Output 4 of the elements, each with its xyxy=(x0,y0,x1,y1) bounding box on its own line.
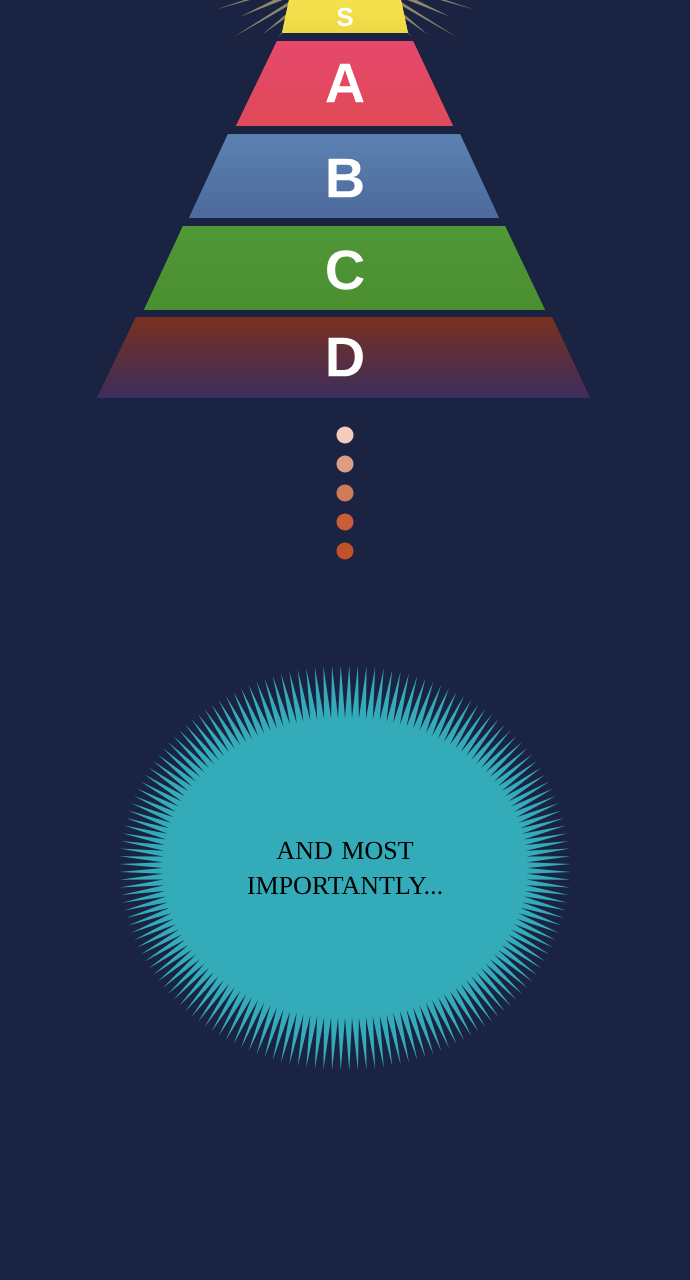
speech-burst: AND MOST IMPORTANTLY... xyxy=(119,665,571,1071)
tier-band: C xyxy=(144,226,545,310)
tier-band: S xyxy=(282,0,408,33)
tier-band: D xyxy=(97,317,590,398)
